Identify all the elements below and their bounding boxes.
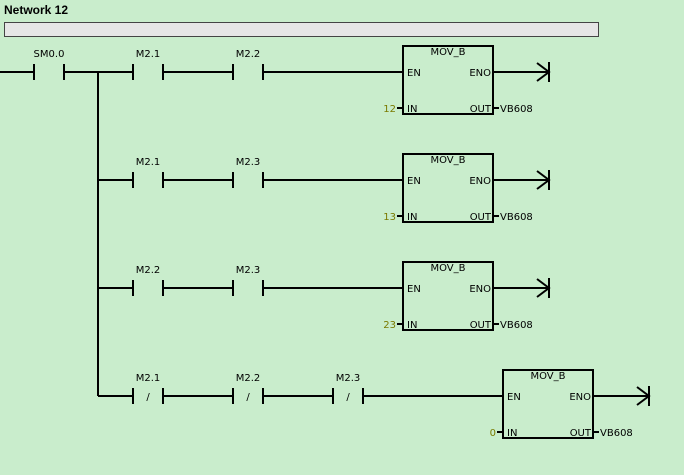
block-en-pin: EN [407,284,421,295]
block-title: MOV_B [430,263,465,274]
mov-b-block[interactable]: MOV_B EN ENO IN OUT 12 VB608 [383,45,533,115]
mov-b-block[interactable]: MOV_B EN ENO IN OUT 13 VB608 [383,153,533,223]
block-frame [402,153,494,223]
normally-open-contact[interactable]: M2.1 [132,49,164,80]
block-in-pin: IN [407,104,417,115]
block-out-value: VB608 [600,428,633,439]
block-in-value: 0 [490,428,496,439]
contact-label: M2.3 [236,265,261,276]
normally-open-contact[interactable]: SM0.0 [33,49,65,80]
block-eno-pin: ENO [569,392,591,403]
normally-open-contact[interactable]: M2.3 [232,157,264,188]
block-in-pin: IN [407,320,417,331]
normally-open-contact[interactable]: M2.2 [132,265,164,296]
normally-closed-contact[interactable]: / M2.2 [232,373,264,404]
block-en-pin: EN [507,392,521,403]
contact-label: SM0.0 [34,49,65,60]
contact-label: M2.3 [236,157,261,168]
block-out-pin: OUT [470,104,492,115]
normally-closed-contact[interactable]: / M2.3 [332,373,364,404]
mov-b-block[interactable]: MOV_B EN ENO IN OUT 23 VB608 [383,261,533,331]
network-title: Network 12 [4,3,69,17]
block-frame [402,261,494,331]
contact-slash: / [146,392,150,403]
block-in-value: 23 [383,320,396,331]
normally-open-contact[interactable]: M2.2 [232,49,264,80]
block-out-value: VB608 [500,212,533,223]
normally-open-contact[interactable]: M2.3 [232,265,264,296]
contact-label: M2.2 [136,265,161,276]
block-out-value: VB608 [500,320,533,331]
normally-closed-contact[interactable]: / M2.1 [132,373,164,404]
contact-label: M2.2 [236,373,261,384]
block-in-pin: IN [407,212,417,223]
block-en-pin: EN [407,68,421,79]
contact-label: M2.1 [136,373,161,384]
block-title: MOV_B [430,47,465,58]
contact-label: M2.2 [236,49,261,60]
contact-label: M2.3 [336,373,361,384]
block-out-value: VB608 [500,104,533,115]
block-title: MOV_B [530,371,565,382]
block-frame [402,45,494,115]
block-in-value: 13 [383,212,396,223]
block-out-pin: OUT [570,428,592,439]
block-frame [502,369,594,439]
mov-b-block[interactable]: MOV_B EN ENO IN OUT 0 VB608 [490,369,633,439]
block-en-pin: EN [407,176,421,187]
contact-slash: / [246,392,250,403]
block-eno-pin: ENO [469,284,491,295]
contact-label: M2.1 [136,49,161,60]
block-eno-pin: ENO [469,68,491,79]
block-in-value: 12 [383,104,396,115]
block-out-pin: OUT [470,320,492,331]
block-eno-pin: ENO [469,176,491,187]
block-out-pin: OUT [470,212,492,223]
block-in-pin: IN [507,428,517,439]
normally-open-contact[interactable]: M2.1 [132,157,164,188]
contact-slash: / [346,392,350,403]
block-title: MOV_B [430,155,465,166]
network-comment-bar[interactable] [4,22,599,37]
contact-label: M2.1 [136,157,161,168]
